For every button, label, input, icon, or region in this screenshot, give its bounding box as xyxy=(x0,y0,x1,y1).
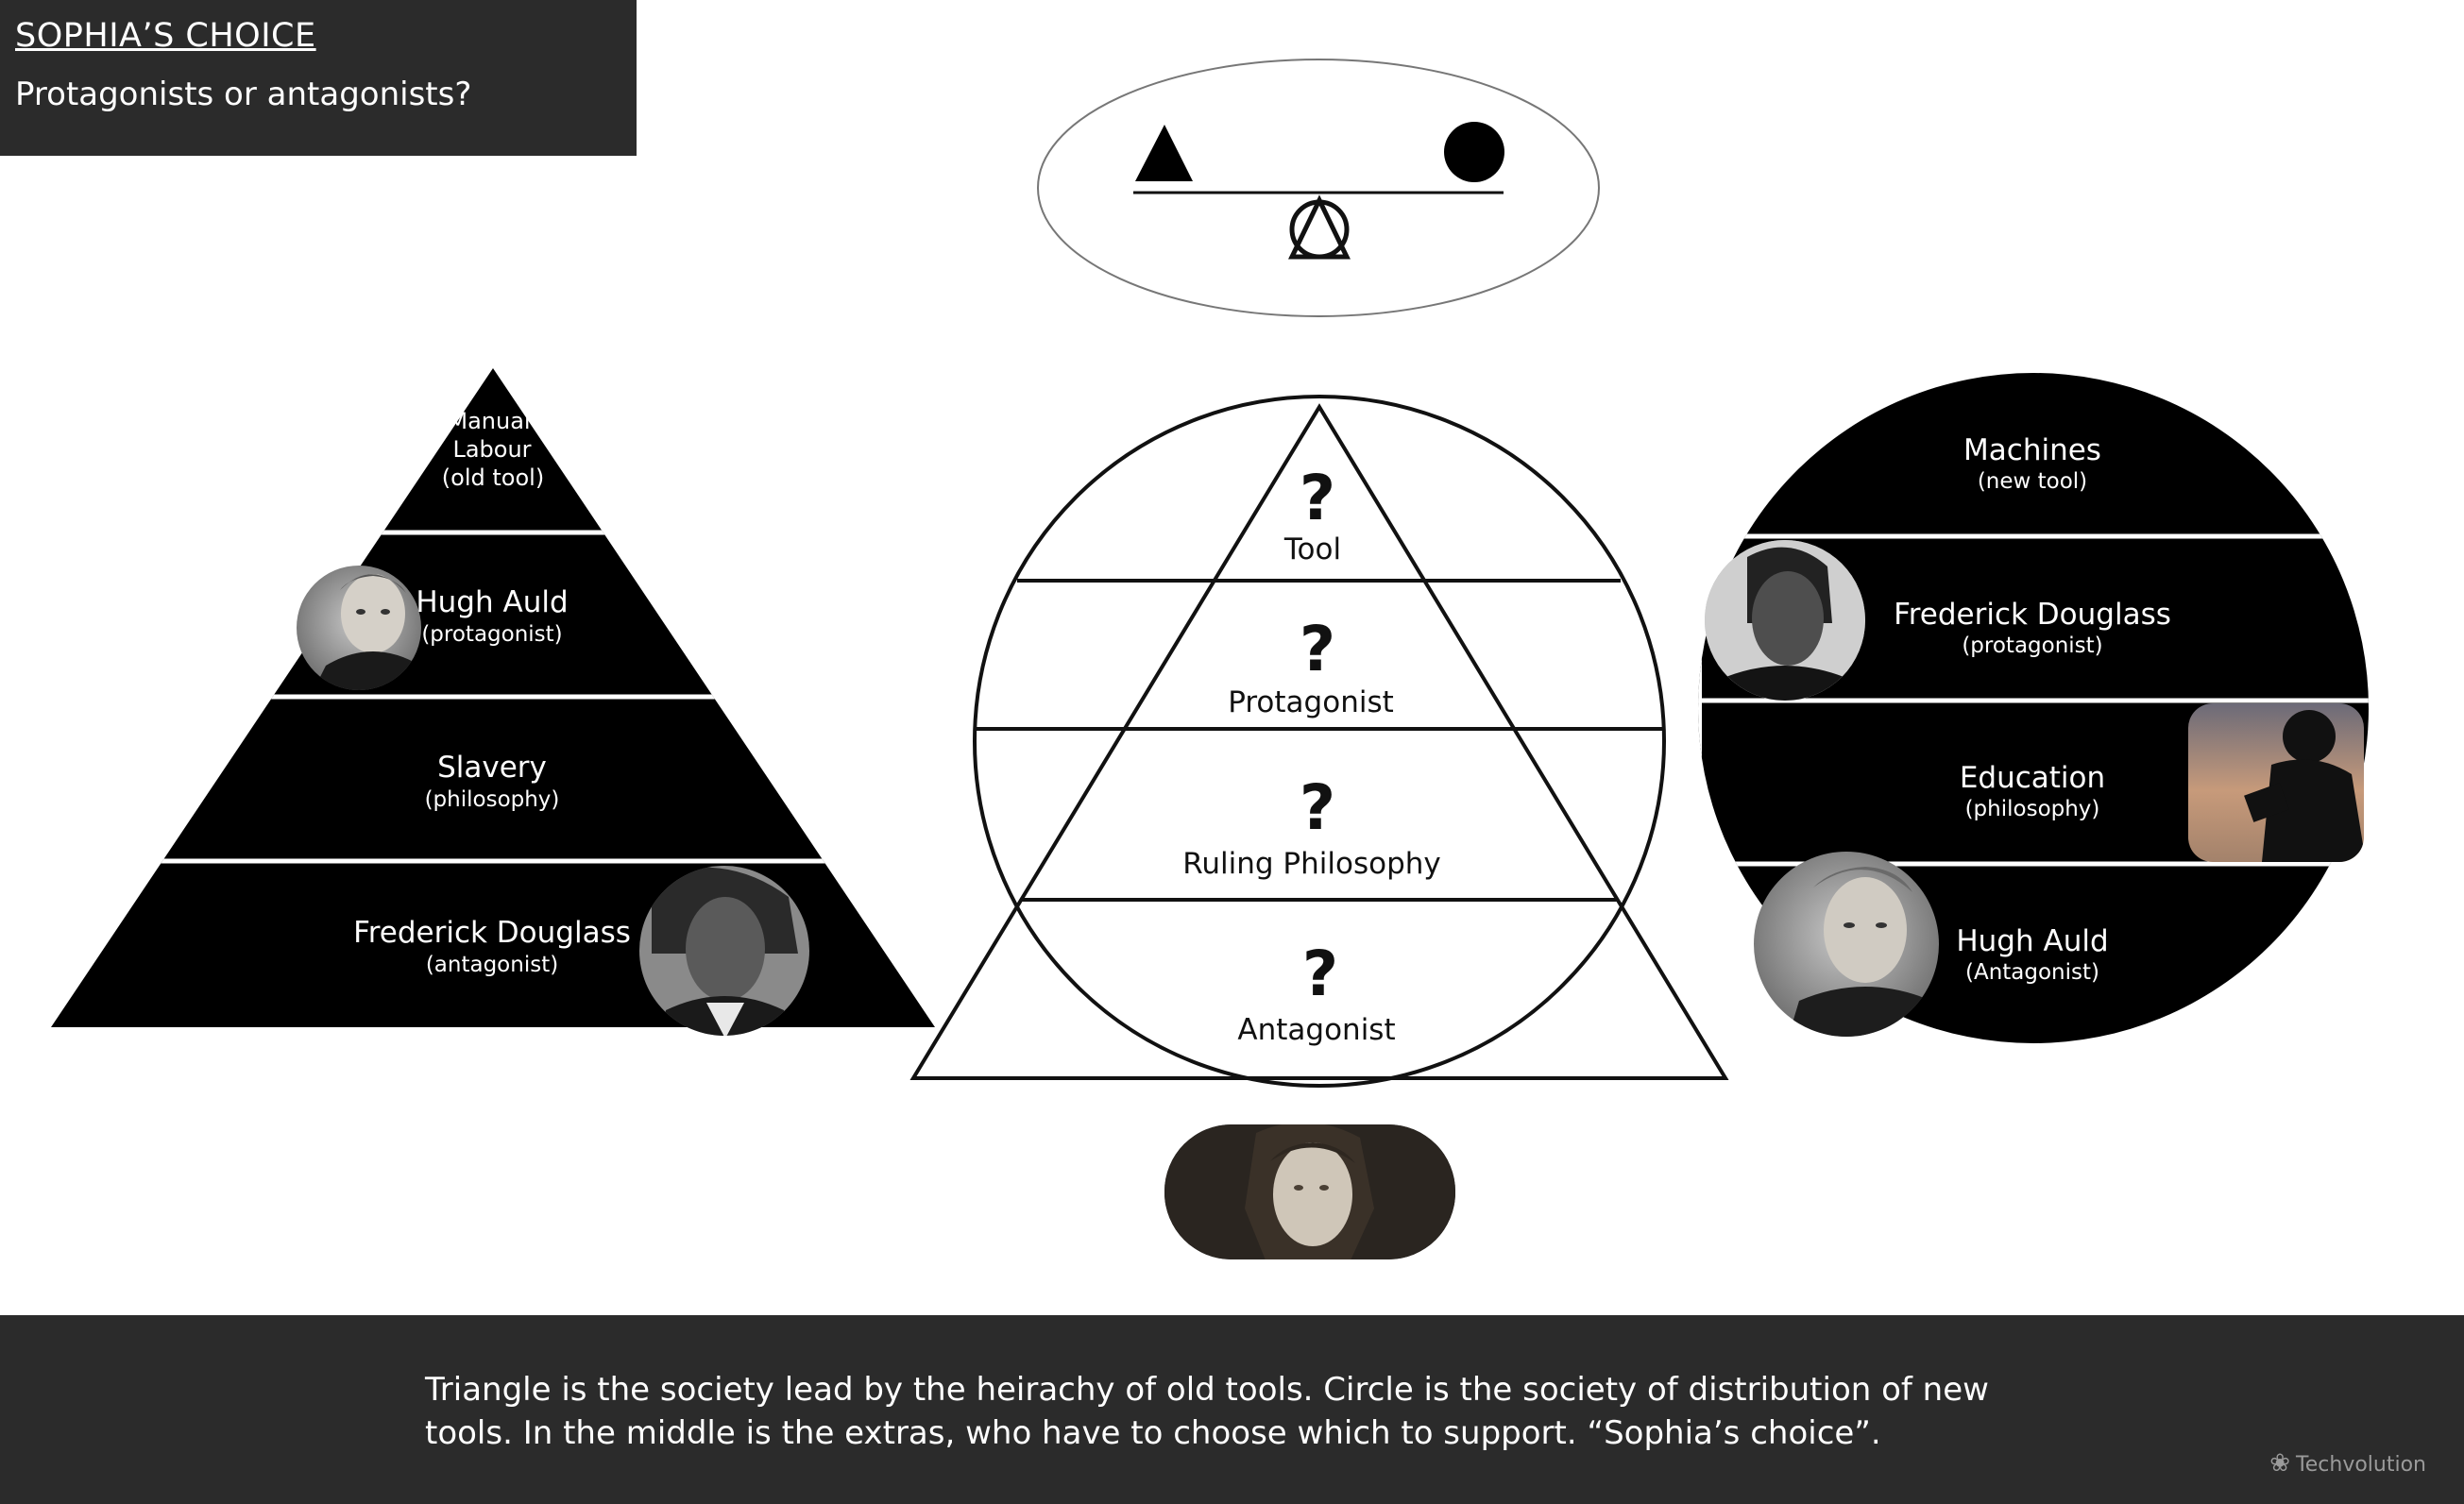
brand-logo: ❀Techvolution xyxy=(2269,1449,2426,1478)
center-tier-2-label: Protagonist xyxy=(1228,685,1394,719)
center-tier-2-mark: ? xyxy=(1300,613,1335,685)
center-tier-3-label: Ruling Philosophy xyxy=(1182,847,1441,881)
footer-caption: Triangle is the society lead by the heir… xyxy=(425,1368,2087,1455)
left-tier-1: Manual Labour (old tool) xyxy=(442,408,544,491)
left-tier-1-line-1: Manual xyxy=(448,408,530,434)
left-tier-4-sub: (antagonist) xyxy=(426,953,558,977)
frederick-douglass-portrait xyxy=(639,866,809,1036)
brand-name: Techvolution xyxy=(2296,1453,2426,1477)
right-tier-1-sub: (new tool) xyxy=(1978,469,2087,494)
page-subtitle: Protagonists or antagonists? xyxy=(15,76,472,113)
balance-scale-icon xyxy=(1037,59,1600,317)
left-tier-3-sub: (philosophy) xyxy=(425,787,560,812)
circle-weight-icon xyxy=(1444,122,1504,182)
reading-child-silhouette-image xyxy=(2188,703,2364,862)
fulcrum-icon xyxy=(1288,194,1351,260)
right-circle-society: Machines (new tool) Frederick Douglass (… xyxy=(1698,373,2369,1043)
right-tier-2-title: Frederick Douglass xyxy=(1894,598,2171,632)
left-triangle-pyramid: Manual Labour (old tool) Hugh Auld (prot… xyxy=(38,368,944,1039)
right-tier-1-title: Machines xyxy=(1963,433,2101,467)
center-tier-3-mark: ? xyxy=(1300,771,1335,844)
center-tier-3: ? Ruling Philosophy xyxy=(1182,771,1441,881)
right-tier-3-title: Education xyxy=(1960,761,2105,795)
center-circle xyxy=(973,395,1666,1088)
left-tier-2-sub: (protagonist) xyxy=(421,622,562,647)
scale-oval xyxy=(1037,59,1600,317)
left-tier-4: Frederick Douglass (antagonist) xyxy=(353,916,631,977)
triangle-weight-icon xyxy=(1135,125,1193,181)
footer-caption-line-2: tools. In the middle is the extras, who … xyxy=(425,1414,1881,1452)
sophia-portrait xyxy=(1164,1124,1455,1259)
center-tier-1-mark: ? xyxy=(1300,462,1335,534)
center-tier-4: ? Antagonist xyxy=(1237,938,1395,1047)
center-tier-4-mark: ? xyxy=(1302,938,1338,1010)
center-tier-1-label: Tool xyxy=(1283,532,1341,566)
title-box: SOPHIA’S CHOICE Protagonists or antagoni… xyxy=(0,0,637,156)
frederick-douglass-young-portrait xyxy=(1705,540,1865,701)
flower-logo-icon: ❀ xyxy=(2269,1449,2291,1478)
right-tier-2: Frederick Douglass (protagonist) xyxy=(1894,598,2171,658)
right-tier-4: Hugh Auld (Antagonist) xyxy=(1956,924,2108,985)
left-tier-3-title: Slavery xyxy=(437,751,547,785)
footer-panel: Triangle is the society lead by the heir… xyxy=(0,1315,2464,1504)
left-tier-4-title: Frederick Douglass xyxy=(353,916,631,950)
footer-caption-line-1: Triangle is the society lead by the heir… xyxy=(425,1371,1989,1409)
right-tier-3: Education (philosophy) xyxy=(1960,761,2105,821)
right-tier-2-sub: (protagonist) xyxy=(1962,634,2102,658)
center-tier-2: ? Protagonist xyxy=(1228,613,1394,719)
right-tier-4-sub: (Antagonist) xyxy=(1965,960,2099,985)
right-tier-4-title: Hugh Auld xyxy=(1956,924,2108,958)
left-tier-3: Slavery (philosophy) xyxy=(425,751,560,812)
left-tier-1-line-2: Labour xyxy=(452,436,531,463)
page-title: SOPHIA’S CHOICE xyxy=(15,17,316,55)
center-tier-1: ? Tool xyxy=(1283,462,1341,566)
left-tier-1-line-3: (old tool) xyxy=(442,465,544,491)
left-tier-2-title: Hugh Auld xyxy=(416,585,568,619)
center-circle-triangle xyxy=(909,395,1729,1088)
center-tier-4-label: Antagonist xyxy=(1237,1013,1395,1047)
center-triangle xyxy=(909,403,1729,1080)
right-tier-1: Machines (new tool) xyxy=(1963,433,2101,494)
left-tier-2: Hugh Auld (protagonist) xyxy=(416,585,568,647)
right-tier-3-sub: (philosophy) xyxy=(1965,797,2100,821)
